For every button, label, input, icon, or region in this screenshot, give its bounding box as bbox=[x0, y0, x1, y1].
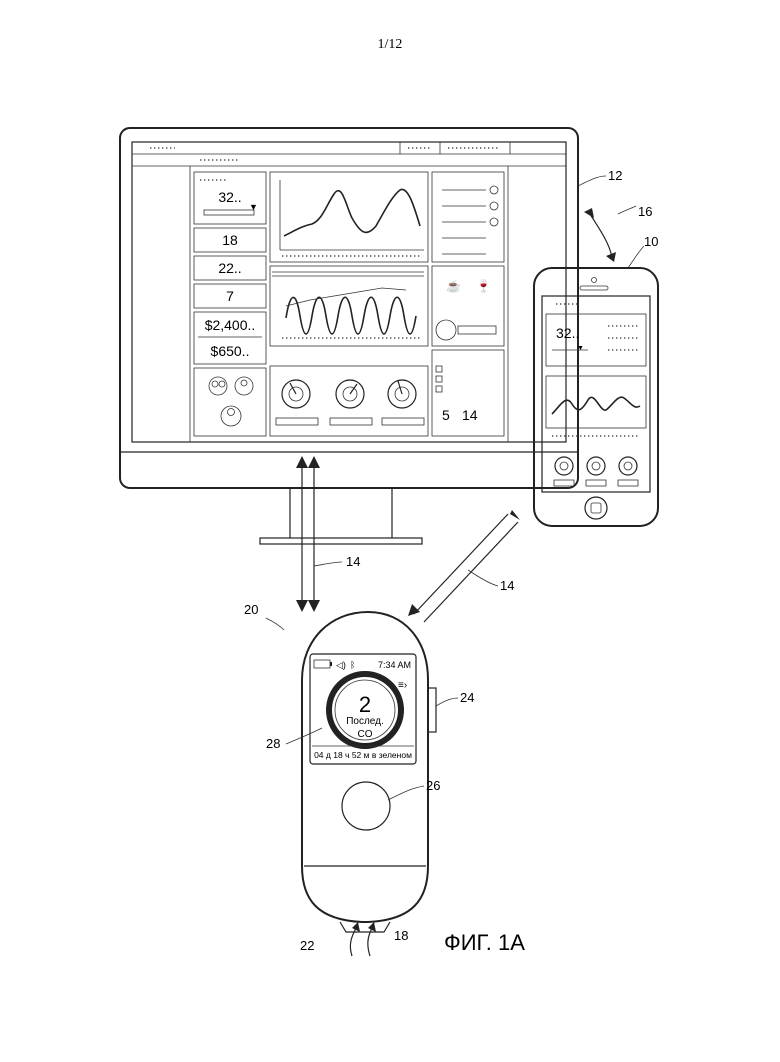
ref-20: 20 bbox=[244, 602, 258, 617]
slider-marker-icon: ▼ bbox=[249, 202, 258, 212]
battery-icon bbox=[314, 660, 332, 668]
trend-line bbox=[284, 189, 420, 236]
monitor-screen: 32.. ▼ 18 22.. 7 $2,400.. $650.. bbox=[132, 142, 566, 442]
stat-main-value: 32.. bbox=[218, 189, 241, 205]
ref-22: 22 bbox=[300, 938, 314, 953]
page-number: 1/12 bbox=[378, 37, 403, 52]
breath-device: ◁) ᛒ 7:34 AM ≡› 2 Послед. CO 04 д 18 ч 5… bbox=[302, 612, 436, 956]
count-value: 2 bbox=[359, 692, 371, 717]
speaker-icon: ◁) bbox=[336, 660, 346, 670]
gauge-icon bbox=[618, 457, 638, 486]
oscillation-line bbox=[286, 297, 416, 334]
counter-b-value: 14 bbox=[462, 407, 478, 423]
gauge-icon bbox=[276, 380, 318, 425]
counter-a-value: 5 bbox=[442, 407, 450, 423]
avatar-icon bbox=[209, 377, 227, 395]
co-label: CO bbox=[358, 729, 373, 740]
phone-stat-main: 32.. bbox=[556, 325, 579, 341]
last-label: Послед. bbox=[346, 716, 384, 727]
gauge-icon bbox=[382, 380, 424, 425]
ref-16: 16 bbox=[638, 204, 652, 219]
bluetooth-icon: ᛒ bbox=[350, 660, 355, 670]
status-text: 04 д 18 ч 52 м в зеленом bbox=[314, 750, 412, 760]
figure-caption: ФИГ. 1А bbox=[444, 930, 525, 955]
ref-12: 12 bbox=[608, 168, 622, 183]
stat-a-value: 18 bbox=[222, 232, 238, 248]
ref-14-left: 14 bbox=[346, 554, 360, 569]
side-button[interactable] bbox=[428, 688, 436, 732]
gauge-icon bbox=[330, 380, 372, 425]
avatar-icon bbox=[436, 320, 456, 340]
menu-arrow-icon: ≡› bbox=[398, 680, 407, 691]
money-b-value: $650.. bbox=[211, 343, 250, 359]
ref-26: 26 bbox=[426, 778, 440, 793]
wireless-links bbox=[296, 208, 616, 622]
ref-28: 28 bbox=[266, 736, 280, 751]
checklist bbox=[442, 186, 498, 254]
stat-c-value: 7 bbox=[226, 288, 234, 304]
desktop-monitor bbox=[120, 128, 578, 544]
avatar-icon bbox=[221, 406, 241, 426]
glass-icon: 🍷 bbox=[476, 279, 491, 293]
gauge-icon bbox=[586, 457, 606, 486]
ref-18: 18 bbox=[394, 928, 408, 943]
clock-time: 7:34 AM bbox=[378, 660, 411, 670]
ref-24: 24 bbox=[460, 690, 474, 705]
gauge-icon bbox=[554, 457, 574, 486]
money-a-value: $2,400.. bbox=[205, 317, 256, 333]
ref-10: 10 bbox=[644, 234, 658, 249]
avatar-icon bbox=[235, 377, 253, 395]
center-button[interactable] bbox=[342, 782, 390, 830]
slider-marker-icon: ▼ bbox=[577, 345, 584, 352]
stat-b-value: 22.. bbox=[218, 260, 241, 276]
ref-14-right: 14 bbox=[500, 578, 514, 593]
cup-icon: ☕ bbox=[446, 278, 461, 293]
